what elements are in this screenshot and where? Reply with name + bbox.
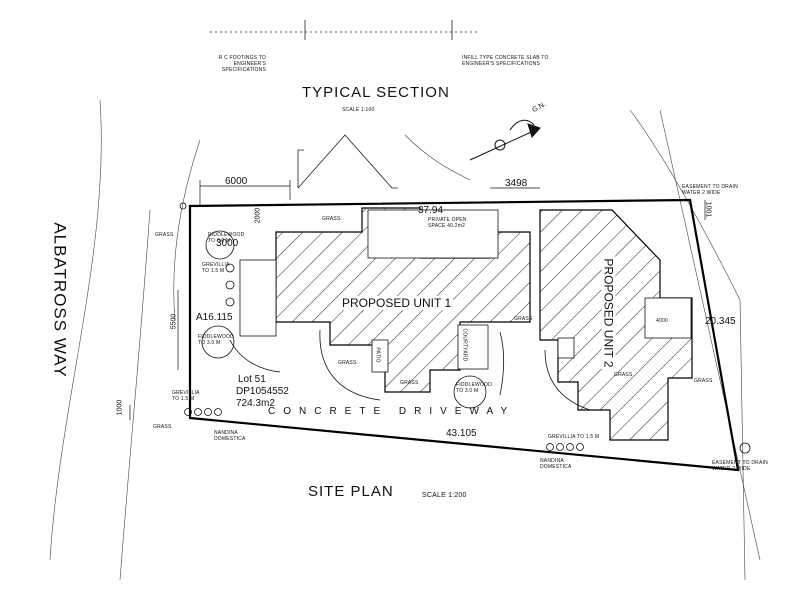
patio-label-1: PATIO [374, 347, 381, 363]
unit-2-footprint [539, 209, 693, 441]
dim-5500: 5500 [170, 313, 178, 330]
easement-bottom: EASEMENT TO DRAIN WATER 2 WIDE [712, 460, 768, 472]
unit-2-label: PROPOSED UNIT 2 [601, 256, 616, 370]
trees [179, 202, 751, 454]
typical-section-sketch [210, 20, 480, 189]
note-rc-footings: R C FOOTINGS TO ENGINEER'S SPECIFICATION… [218, 55, 266, 73]
private-open-space-area [367, 209, 499, 259]
grass-label-3: GRASS [338, 360, 357, 366]
lot-number: Lot 51 [238, 374, 266, 385]
plant-nandina-2: NANDINA DOMESTICA [540, 458, 572, 470]
grass-label-6: GRASS [614, 372, 633, 378]
private-open-space-label: PRIVATE OPEN SPACE 40.2m2 [428, 217, 467, 229]
grass-label-8: GRASS [153, 424, 172, 430]
contour-lines [49, 99, 761, 581]
grass-label-1: GRASS [155, 232, 174, 238]
plant-fiddlewood-1: FIDDLEWOOD TO 3.0 M [198, 334, 234, 346]
site-plan-scale: SCALE 1:200 [422, 492, 467, 499]
site-plan-title: SITE PLAN [308, 483, 394, 500]
tree-fiddlewood-2 [453, 375, 487, 409]
dim-3000: 3000 [216, 238, 239, 249]
dim-4000: 4000 [656, 318, 668, 324]
pergola-box [644, 297, 692, 339]
garden-curves [229, 329, 591, 411]
lot-area: 724.3m2 [236, 398, 275, 409]
dim-416-115: A16.115 [196, 312, 233, 323]
dim-2000: 2000 [254, 207, 262, 224]
dim-1000-left: 1000 [116, 399, 124, 416]
dim-6000: 6000 [225, 176, 248, 187]
dim-20-345: 20.345 [705, 316, 736, 327]
patio-box-1 [371, 339, 389, 373]
driveway-label: CONCRETE DRIVEWAY [268, 406, 516, 417]
tree-fiddlewood-1 [201, 325, 235, 359]
dimension-lines [129, 180, 706, 420]
lot-dp: DP1054552 [236, 386, 289, 397]
dim-43-105: 43.105 [446, 428, 477, 439]
plant-fiddlewood-2: FIDDLEWOOD TO 3.0 M [456, 382, 492, 394]
dim-3498: 3498 [505, 178, 528, 189]
garage-box [239, 259, 277, 337]
grass-label-2: GRASS [322, 216, 341, 222]
grass-label-7: GRASS [694, 378, 713, 384]
plant-grevillia-2: GREVILLIA TO 1.5 M [172, 390, 200, 402]
plant-grevillia-1: GREVILLIA TO 1.5 M [202, 262, 230, 274]
street-name: ALBATROSS WAY [50, 222, 70, 378]
plant-nandina-1: NANDINA DOMESTICA [214, 430, 246, 442]
courtyard-label: COURTYARD [461, 328, 468, 362]
unit-1-label: PROPOSED UNIT 1 [340, 296, 454, 310]
dim-1001: 1001 [704, 201, 712, 218]
plant-riddlewood: RIDDLEWOOD TO 3.0 M [208, 232, 245, 244]
patio-box-2 [557, 337, 575, 359]
grass-label-4: GRASS [400, 380, 419, 386]
courtyard-box [457, 324, 489, 370]
north-arrow [469, 119, 541, 161]
section-title: TYPICAL SECTION [302, 84, 450, 101]
plant-grevillia-3: GREVILLIA TO 1.5 M [548, 434, 600, 440]
grass-label-5: GRASS [514, 316, 533, 322]
section-scale: SCALE 1:100 [342, 107, 375, 113]
easement-top: EASEMENT TO DRAIN WATER 2 WIDE [682, 184, 738, 196]
tree-riddlewood [205, 230, 235, 260]
lot-boundary [188, 198, 740, 472]
note-infill-slab: INFILL TYPE CONCRETE SLAB TO ENGINEER'S … [462, 55, 549, 67]
dim-37-9: 37.94 [418, 205, 444, 216]
